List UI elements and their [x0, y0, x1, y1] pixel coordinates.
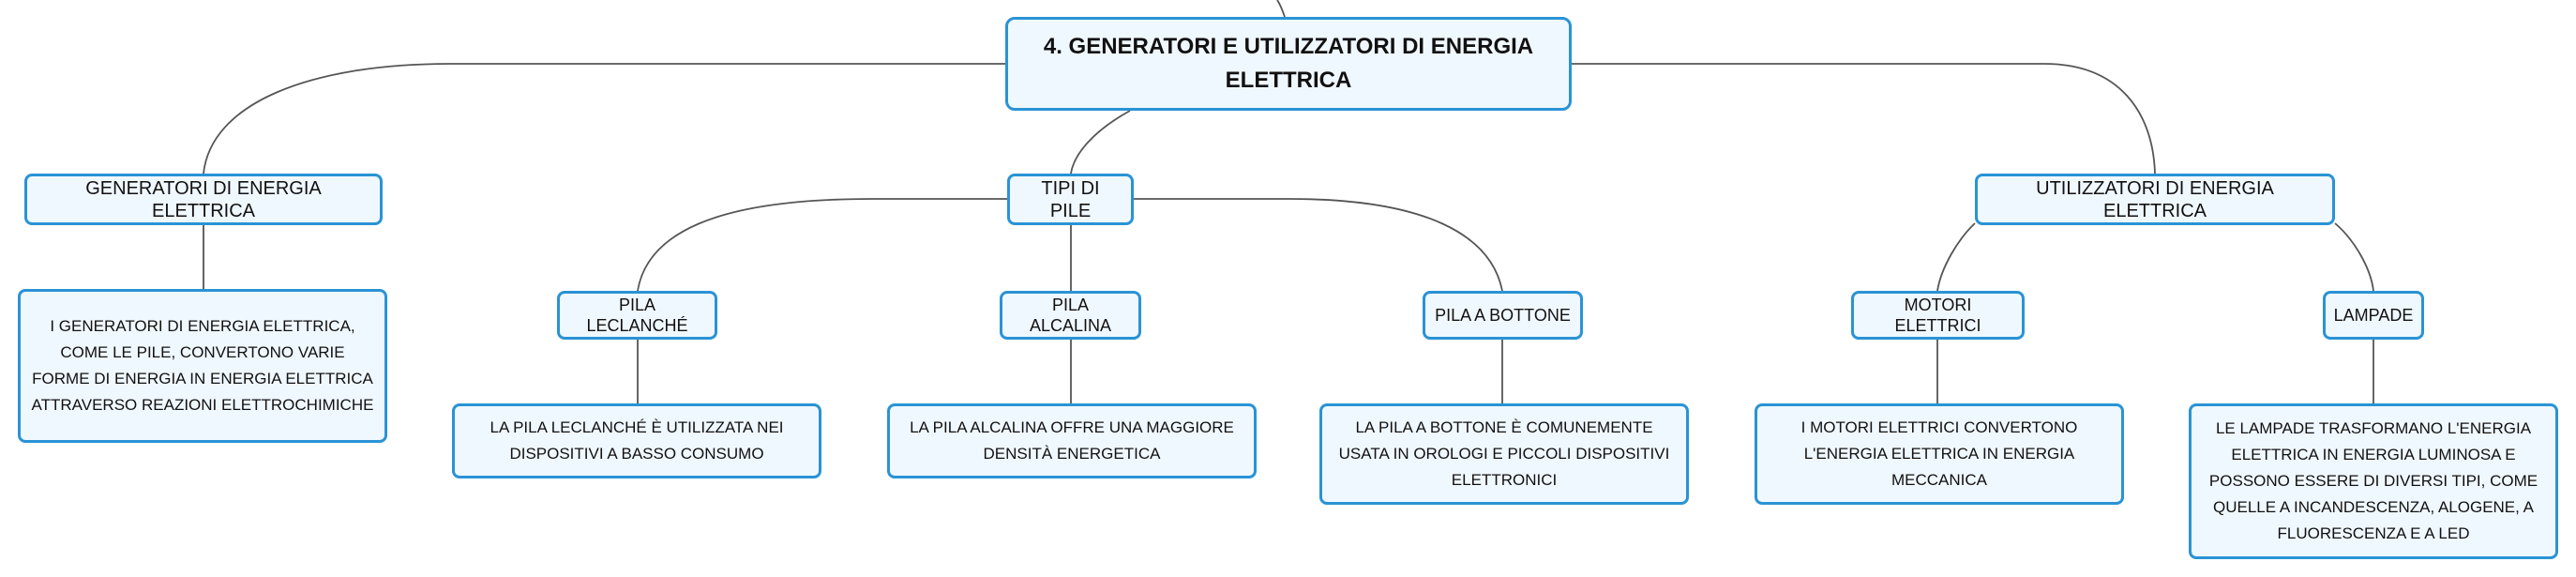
subtopic-pila-alcalina[interactable]: PILA ALCALINA — [1000, 291, 1141, 340]
subtopic-pila-leclanche-label: PILA LECLANCHÉ — [586, 296, 688, 335]
subtopic-pila-a-bottone[interactable]: PILA A BOTTONE — [1423, 291, 1583, 340]
note-pila-leclanche-text: LA PILA LECLANCHÉ È UTILIZZATA NEI DISPO… — [490, 418, 784, 463]
root-topic[interactable]: 4. GENERATORI E UTILIZZATORI DI ENERGIA … — [1005, 17, 1572, 111]
note-pila-leclanche[interactable]: LA PILA LECLANCHÉ È UTILIZZATA NEI DISPO… — [452, 403, 821, 478]
topic-generatori-label: GENERATORI DI ENERGIA ELETTRICA — [85, 177, 322, 221]
subtopic-motori-elettrici[interactable]: MOTORI ELETTRICI — [1851, 291, 2025, 340]
note-lampade-text: LE LAMPADE TRASFORMANO L'ENERGIA ELETTRI… — [2208, 419, 2538, 542]
note-pila-alcalina[interactable]: LA PILA ALCALINA OFFRE UNA MAGGIORE DENS… — [887, 403, 1257, 478]
subtopic-lampade[interactable]: LAMPADE — [2323, 291, 2424, 340]
note-pila-a-bottone[interactable]: LA PILA A BOTTONE È COMUNEMENTE USATA IN… — [1319, 403, 1689, 505]
connector-root-tipi — [1070, 110, 1131, 175]
subtopic-pila-a-bottone-label: PILA A BOTTONE — [1435, 306, 1571, 325]
note-motori-elettrici-text: I MOTORI ELETTRICI CONVERTONO L'ENERGIA … — [1800, 418, 2078, 489]
connector-root-utilizzatori — [1572, 63, 2156, 175]
topic-utilizzatori-label: UTILIZZATORI DI ENERGIA ELETTRICA — [2036, 177, 2274, 221]
subtopic-pila-leclanche[interactable]: PILA LECLANCHÉ — [557, 291, 717, 340]
connector-util-lampade — [2334, 222, 2374, 292]
note-lampade[interactable]: LE LAMPADE TRASFORMANO L'ENERGIA ELETTRI… — [2189, 403, 2558, 559]
subtopic-lampade-label: LAMPADE — [2333, 306, 2414, 325]
subtopic-pila-alcalina-label: PILA ALCALINA — [1029, 296, 1112, 335]
note-motori-elettrici[interactable]: I MOTORI ELETTRICI CONVERTONO L'ENERGIA … — [1755, 403, 2124, 505]
topic-generatori[interactable]: GENERATORI DI ENERGIA ELETTRICA — [24, 174, 383, 225]
note-pila-a-bottone-text: LA PILA A BOTTONE È COMUNEMENTE USATA IN… — [1338, 418, 1670, 489]
connector-util-motori — [1936, 222, 1976, 292]
connector-root-parent — [1276, 0, 1286, 18]
topic-utilizzatori[interactable]: UTILIZZATORI DI ENERGIA ELETTRICA — [1975, 174, 2335, 225]
topic-tipi-di-pile-label: TIPI DI PILE — [1041, 177, 1100, 221]
connector-tipi-leclanche — [637, 198, 1007, 292]
subtopic-motori-elettrici-label: MOTORI ELETTRICI — [1894, 296, 1981, 335]
root-topic-title: 4. GENERATORI E UTILIZZATORI DI ENERGIA … — [1043, 34, 1534, 93]
note-generatori-text: I GENERATORI DI ENERGIA ELETTRICA, COME … — [31, 317, 374, 414]
note-generatori[interactable]: I GENERATORI DI ENERGIA ELETTRICA, COME … — [18, 289, 387, 443]
topic-tipi-di-pile[interactable]: TIPI DI PILE — [1007, 174, 1134, 225]
connector-tipi-bottone — [1134, 198, 1503, 292]
connector-root-generatori — [203, 63, 1005, 175]
note-pila-alcalina-text: LA PILA ALCALINA OFFRE UNA MAGGIORE DENS… — [910, 418, 1234, 463]
